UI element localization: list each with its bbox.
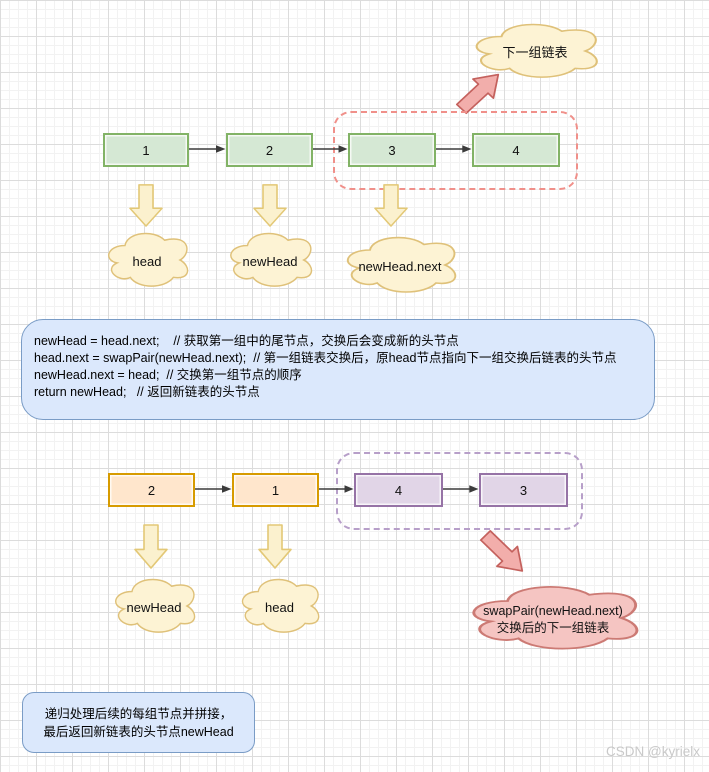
link-arrow-icon [319, 484, 354, 494]
link-arrow-icon [313, 144, 348, 154]
node-label: 1 [142, 142, 150, 158]
link-arrow-icon [189, 144, 226, 154]
head-pointer-cloud: head [103, 231, 191, 289]
note-line-2: 最后返回新链表的头节点newHead [43, 724, 234, 739]
pointer-arrow-down-icon [374, 184, 408, 227]
cloud-label: head [265, 600, 294, 615]
swap-result-cloud: swapPair(newHead.next) 交换后的下一组链表 [462, 584, 644, 652]
next-group-cloud-label: 下一组链表 [502, 45, 568, 60]
list-node-1: 1 [103, 133, 189, 167]
pointer-arrow-down-icon [134, 524, 168, 569]
swapped-node-2: 2 [108, 473, 195, 507]
next-group-dashed-frame [333, 111, 578, 190]
code-line-1: newHead = head.next; // 获取第一组中的尾节点，交换后会变… [34, 334, 459, 348]
swapped-node-3: 3 [479, 473, 568, 507]
note-line-1: 递归处理后续的每组节点并拼接， [44, 706, 233, 721]
node-label: 2 [265, 142, 274, 158]
code-line-3: newHead.next = head; // 交换第一组节点的顺序 [34, 368, 302, 382]
node-label: 1 [271, 482, 280, 498]
link-arrow-icon [195, 484, 232, 494]
swapped-group-dashed-frame [336, 452, 583, 530]
link-arrow-icon [436, 144, 472, 154]
code-line-2: head.next = swapPair(newHead.next); // 第… [34, 351, 617, 365]
cloud-label: swapPair(newHead.next) 交换后的下一组链表 [462, 584, 644, 652]
recursion-note-box: 递归处理后续的每组节点并拼接， 最后返回新链表的头节点newHead [22, 692, 255, 753]
pointer-arrow-down-icon [258, 524, 292, 569]
code-line-4: return newHead; // 返回新链表的头节点 [34, 385, 260, 399]
csdn-watermark: CSDN @kyrielx [606, 744, 700, 759]
cloud-label: newHead [126, 600, 182, 615]
newhead-next-pointer-cloud: newHead.next [340, 235, 460, 295]
node-label: 2 [147, 482, 156, 498]
newhead-pointer-cloud-bottom: newHead [110, 577, 198, 635]
node-label: 4 [394, 482, 403, 498]
list-node-4: 4 [472, 133, 560, 167]
cloud-label: newHead [242, 254, 298, 269]
node-label: 4 [512, 142, 520, 158]
link-arrow-icon [443, 484, 479, 494]
node-label: 3 [388, 142, 396, 158]
arrow-up-right-icon [448, 62, 506, 116]
head-pointer-cloud-bottom: head [237, 577, 322, 635]
swap-result-line-1: swapPair(newHead.next) [483, 603, 623, 618]
next-group-cloud: 下一组链表 [468, 22, 602, 80]
cloud-label: newHead.next [358, 259, 442, 274]
arrow-down-right-icon [472, 528, 530, 584]
list-node-3: 3 [348, 133, 436, 167]
cloud-label: head [132, 254, 162, 269]
list-node-2: 2 [226, 133, 313, 167]
swap-result-line-2: 交换后的下一组链表 [496, 620, 610, 635]
pointer-arrow-down-icon [253, 184, 287, 227]
swapped-node-1: 1 [232, 473, 319, 507]
node-label: 3 [519, 482, 528, 498]
code-callout-box: newHead = head.next; // 获取第一组中的尾节点，交换后会变… [21, 319, 655, 420]
cloud-shape-icon [475, 23, 598, 78]
swapped-node-4: 4 [354, 473, 443, 507]
newhead-pointer-cloud: newHead [225, 231, 315, 289]
pointer-arrow-down-icon [129, 184, 163, 227]
